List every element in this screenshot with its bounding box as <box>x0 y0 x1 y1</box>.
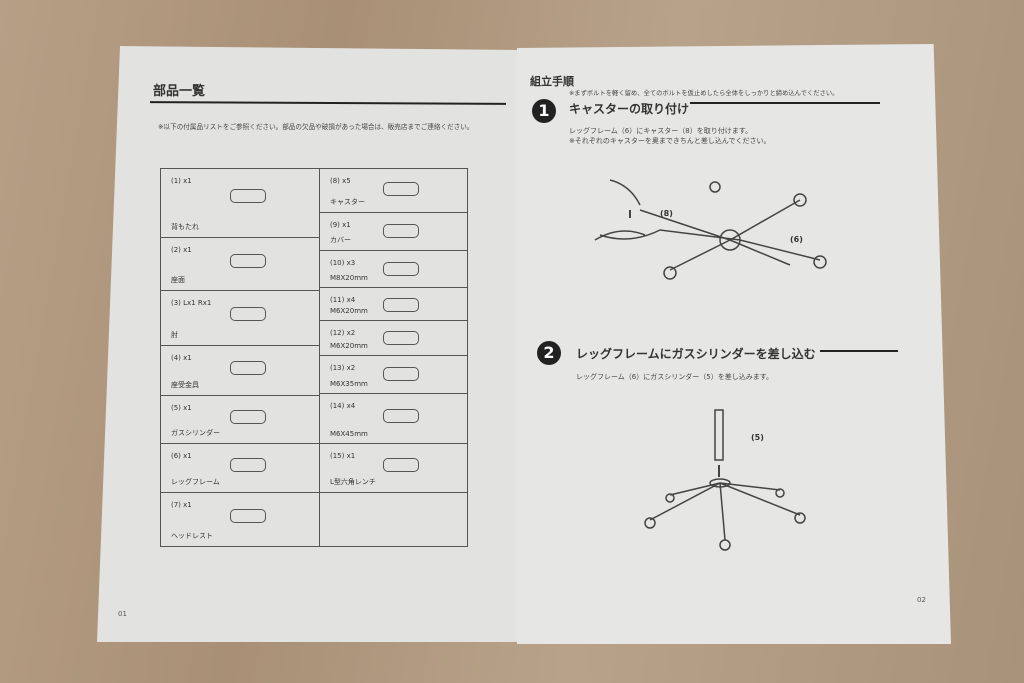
caster-illustration <box>594 179 827 280</box>
parts-table-cell: (4) x1 座受金具 <box>160 345 320 396</box>
step-2-rule <box>820 350 898 352</box>
part-number: (11) x4 <box>330 296 356 304</box>
assembly-note: ※まずボルトを軽く留め、全てのボルトを仮止めしたら全体をしっかりと締め込んでくだ… <box>569 90 839 97</box>
part-number: (10) x3 <box>330 259 356 267</box>
part-label: ヘッドレスト <box>171 532 213 540</box>
parts-table-cell: (5) x1 ガスシリンダー <box>160 395 320 444</box>
part-number: (12) x2 <box>330 329 356 337</box>
step-2-badge: 2 <box>537 341 561 365</box>
part-illustration-icon <box>382 331 419 346</box>
part-number: (1) x1 <box>171 177 192 185</box>
part-number: (8) x5 <box>330 177 351 185</box>
right-page <box>517 44 951 644</box>
part-label: M6X35mm <box>330 380 368 388</box>
step-1-text: レッグフレーム（6）にキャスター（8）を取り付けます。 <box>569 127 752 135</box>
parts-table-cell: (11) x4 M6X20mm <box>319 287 468 321</box>
part-illustration-icon <box>382 297 419 312</box>
part-label: 座面 <box>171 276 185 284</box>
part-illustration-icon <box>382 367 419 382</box>
parts-table-cell: (14) x4 M6X45mm <box>319 393 468 444</box>
parts-table-cell: (9) x1 カバー <box>319 212 468 251</box>
parts-table-cell: (15) x1 L型六角レンチ <box>319 443 468 493</box>
step-2-text: レッグフレーム（6）にガスシリンダー（5）を差し込みます。 <box>576 373 773 381</box>
part-number: (6) x1 <box>171 452 192 460</box>
part-number: (9) x1 <box>330 221 351 229</box>
part-illustration-icon <box>229 253 266 268</box>
part-illustration-icon <box>229 410 266 425</box>
part-label: M6X20mm <box>330 307 368 315</box>
part-number: (3) Lx1 Rx1 <box>171 299 212 307</box>
part-illustration-icon <box>229 189 266 204</box>
part-number: (15) x1 <box>330 452 356 460</box>
parts-table-cell: (3) Lx1 Rx1 肘 <box>160 290 320 346</box>
part-illustration-icon <box>382 181 419 196</box>
part-label: カバー <box>330 236 351 244</box>
step-1-note: ※それぞれのキャスターを奥まできちんと差し込んでください。 <box>569 137 771 145</box>
parts-table-cell: (8) x5 キャスター <box>319 168 468 213</box>
part-illustration-icon <box>382 458 419 473</box>
parts-list-title: 部品一覧 <box>153 84 206 99</box>
part-label: M6X45mm <box>330 430 368 438</box>
parts-note: ※以下の付属品リストをご参照ください。部品の欠品や破損があった場合は、販売店まで… <box>158 123 474 131</box>
callout-5: (5) <box>751 433 764 442</box>
part-illustration-icon <box>229 508 266 523</box>
page-number-left: 01 <box>118 610 127 618</box>
part-illustration-icon <box>382 224 419 239</box>
part-illustration-icon <box>382 408 419 423</box>
callout-6: (6) <box>790 235 803 244</box>
parts-table-cell: (12) x2 M6X20mm <box>319 320 468 356</box>
cylinder-illustration <box>644 409 806 551</box>
part-label: 肘 <box>171 331 178 339</box>
part-number: (13) x2 <box>330 364 356 372</box>
parts-table-cell: (2) x1 座面 <box>160 237 320 291</box>
left-page <box>97 46 519 642</box>
part-illustration-icon <box>382 261 419 276</box>
parts-table-cell: (13) x2 M6X35mm <box>319 355 468 394</box>
part-label: ガスシリンダー <box>171 429 220 437</box>
page-number-right: 02 <box>917 596 926 604</box>
step-1-rule <box>690 102 880 104</box>
parts-table-cell: (1) x1 背もたれ <box>160 168 320 238</box>
part-number: (7) x1 <box>171 501 192 509</box>
parts-table-cell <box>319 492 468 547</box>
part-label: キャスター <box>330 198 365 206</box>
part-number: (14) x4 <box>330 402 356 410</box>
part-label: 背もたれ <box>171 223 199 231</box>
step-1-title: キャスターの取り付け <box>569 102 690 116</box>
part-label: M6X20mm <box>330 342 368 350</box>
part-label: 座受金具 <box>171 381 199 389</box>
step-1-badge: 1 <box>532 99 556 123</box>
part-number: (2) x1 <box>171 246 192 254</box>
part-number: (4) x1 <box>171 354 192 362</box>
parts-table-cell: (6) x1 レッグフレーム <box>160 443 320 493</box>
callout-8: (8) <box>660 209 673 218</box>
part-number: (5) x1 <box>171 404 192 412</box>
assembly-title: 組立手順 <box>530 75 574 88</box>
part-label: M8X20mm <box>330 274 368 282</box>
parts-table-cell: (10) x3 M8X20mm <box>319 250 468 288</box>
part-label: レッグフレーム <box>171 478 220 486</box>
parts-table-cell: (7) x1 ヘッドレスト <box>160 492 320 547</box>
step-2-title: レッグフレームにガスシリンダーを差し込む <box>576 347 816 361</box>
part-illustration-icon <box>229 307 266 322</box>
part-illustration-icon <box>229 360 266 375</box>
part-illustration-icon <box>229 458 266 473</box>
part-label: L型六角レンチ <box>330 478 376 486</box>
